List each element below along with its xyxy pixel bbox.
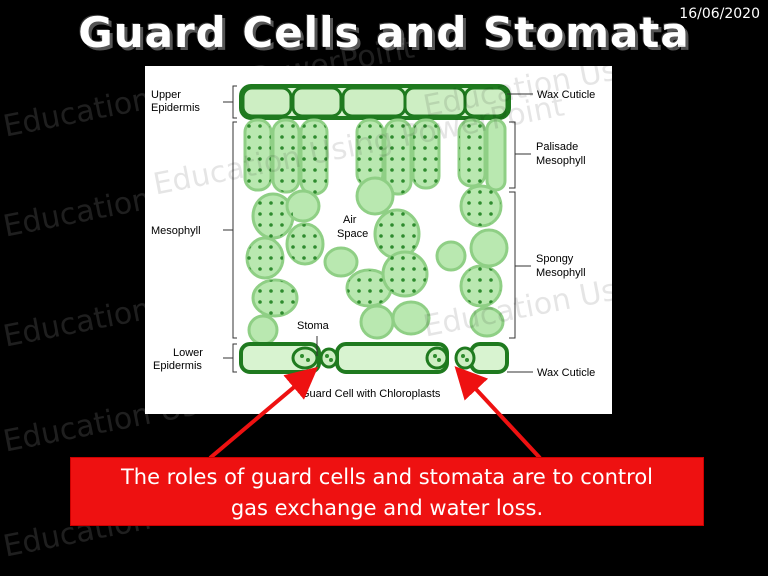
- label-wax-cuticle: Wax Cuticle: [537, 367, 595, 379]
- caption-line: The roles of guard cells and stomata are…: [120, 465, 654, 489]
- label-spongy-mesophyll: Mesophyll: [536, 267, 586, 279]
- arrow-to-left-guard-cell: [208, 366, 319, 460]
- label-palisade-mesophyll: Mesophyll: [536, 155, 586, 167]
- label-stoma: Stoma: [297, 320, 330, 332]
- label-spongy-mesophyll: Spongy: [536, 253, 574, 265]
- label-air-space: Space: [337, 228, 368, 240]
- arrow-to-right-guard-cell: [454, 366, 542, 460]
- leaf-diagram-panel: Upper Epidermis Mesophyll Lower Epidermi…: [145, 66, 612, 414]
- upper-epidermis: [239, 84, 511, 120]
- label-mesophyll: Mesophyll: [151, 225, 201, 237]
- label-palisade-mesophyll: Palisade: [536, 141, 578, 153]
- label-air-space: Air: [343, 214, 357, 226]
- slide-title: Guard Cells and Stomata: [78, 8, 690, 57]
- caption-box: The roles of guard cells and stomata are…: [70, 457, 704, 526]
- label-lower-epidermis: Lower: [173, 347, 203, 359]
- label-guard-cell: Guard Cell with Chloroplasts: [301, 388, 441, 400]
- label-wax-cuticle: Wax Cuticle: [537, 89, 595, 101]
- label-lower-epidermis: Epidermis: [153, 360, 202, 372]
- leaf-cross-section-diagram: Upper Epidermis Mesophyll Lower Epidermi…: [151, 84, 595, 400]
- label-upper-epidermis: Epidermis: [151, 102, 200, 114]
- caption-line: gas exchange and water loss.: [230, 496, 544, 520]
- label-upper-epidermis: Upper: [151, 89, 181, 101]
- slide-date: 16/06/2020: [679, 6, 760, 22]
